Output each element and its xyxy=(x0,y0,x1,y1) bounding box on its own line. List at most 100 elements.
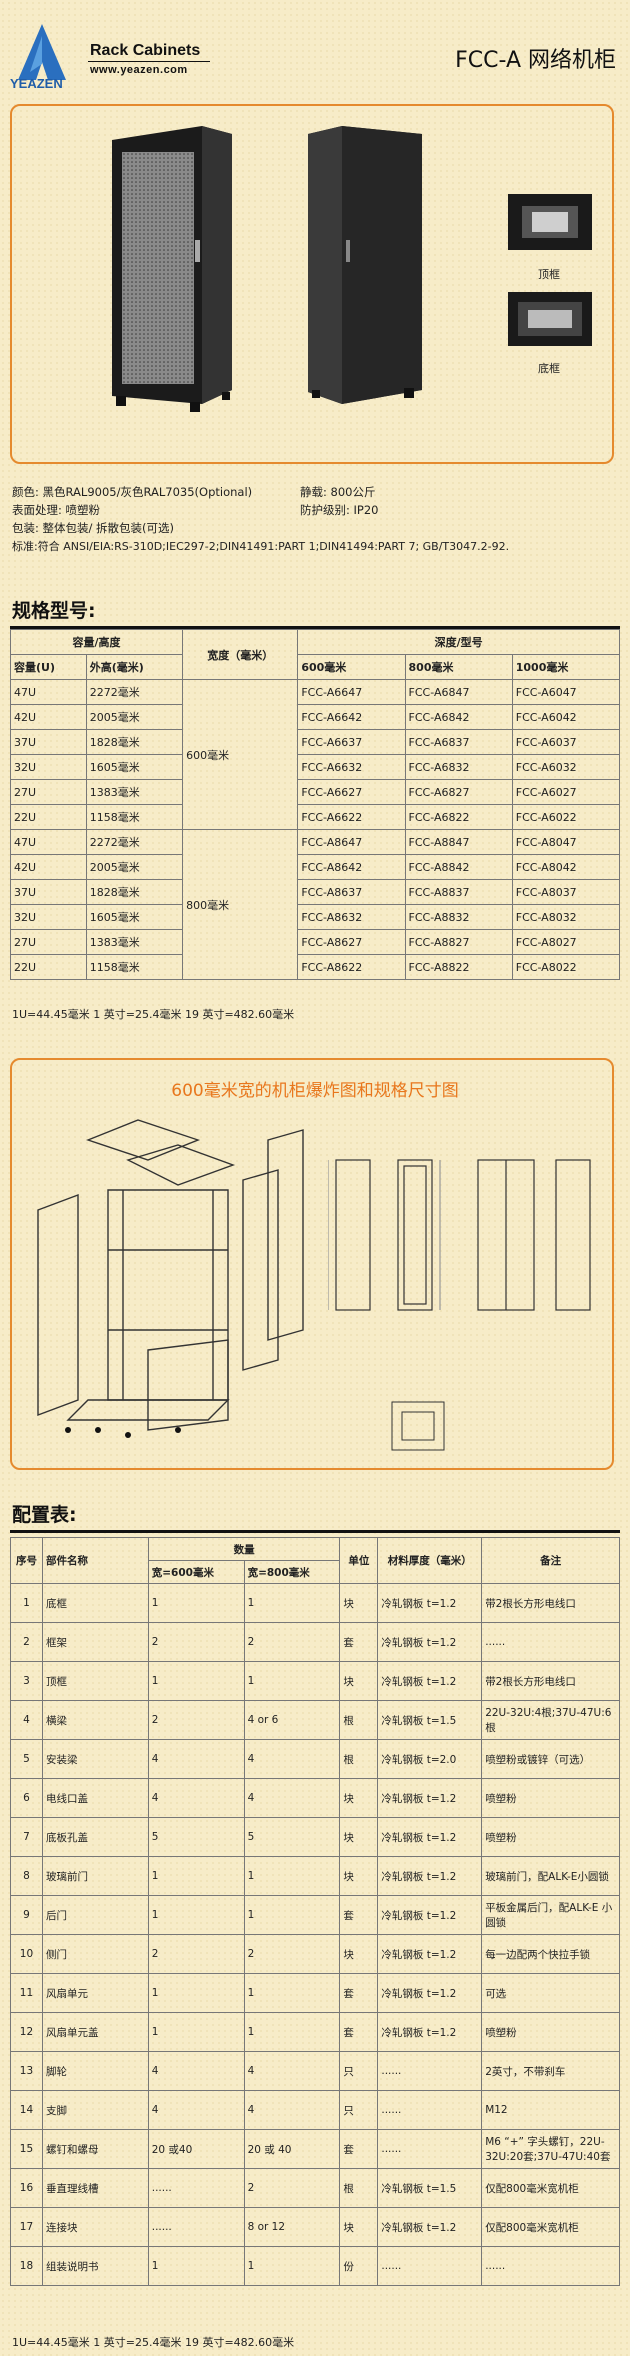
material-cell: 冷轧钢板 t=1.2 xyxy=(377,1622,483,1662)
material-cell: 冷轧钢板 t=1.2 xyxy=(377,1661,483,1701)
qty600-cell: 5 xyxy=(147,1817,245,1857)
model-1000-cell: FCC-A8022 xyxy=(511,954,621,980)
model-800-cell: FCC-A6842 xyxy=(404,704,513,730)
material-cell: 冷轧钢板 t=1.5 xyxy=(377,2168,483,2208)
qty600-cell: 1 xyxy=(147,1856,245,1896)
model-600-cell: FCC-A6627 xyxy=(297,779,406,805)
model-600-cell: FCC-A6642 xyxy=(297,704,406,730)
capacity-cell: 42U xyxy=(10,704,87,730)
part-name-cell: 安装梁 xyxy=(41,1739,149,1779)
no-cell: 14 xyxy=(10,2090,43,2130)
qty600-cell: 1 xyxy=(147,1973,245,2013)
unit-cell: 根 xyxy=(339,1739,379,1779)
qty800-cell: 1 xyxy=(243,1973,341,2013)
spec-standard: 标准:符合 ANSI/EIA:RS-310D;IEC297-2;DIN41491… xyxy=(12,540,510,553)
config-unit-note: 1U=44.45毫米 1 英寸=25.4毫米 19 英寸=482.60毫米 xyxy=(12,2336,295,2349)
part-name-cell: 风扇单元 xyxy=(41,1973,149,2013)
material-header: 材料厚度（毫米） xyxy=(377,1537,483,1584)
no-header: 序号 xyxy=(10,1537,43,1584)
capacity-header: 容量(U) xyxy=(10,654,87,680)
model-800-cell: FCC-A6822 xyxy=(404,804,513,830)
depth-model-header: 深度/型号 xyxy=(297,629,620,655)
model-800-cell: FCC-A6847 xyxy=(404,679,513,705)
material-cell: 冷轧钢板 t=1.2 xyxy=(377,1895,483,1935)
qty600-cell: 2 xyxy=(147,1622,245,1662)
config-section-rule xyxy=(10,1530,620,1533)
outer-height-cell: 1828毫米 xyxy=(85,729,184,755)
qty600-cell: 2 xyxy=(147,1700,245,1740)
model-section-rule xyxy=(10,626,620,629)
model-600-cell: FCC-A8627 xyxy=(297,929,406,955)
qty800-cell: 2 xyxy=(243,1622,341,1662)
part-name-cell: 玻璃前门 xyxy=(41,1856,149,1896)
part-name-cell: 垂直理线槽 xyxy=(41,2168,149,2208)
product-photo-panel: 顶框 底框 xyxy=(10,104,614,464)
part-name-cell: 底框 xyxy=(41,1583,149,1623)
part-name-cell: 侧门 xyxy=(41,1934,149,1974)
qty600-cell: ...... xyxy=(147,2168,245,2208)
qty800-cell: 8 or 12 xyxy=(243,2207,341,2247)
qty600-cell: 4 xyxy=(147,1778,245,1818)
model-1000-cell: FCC-A8042 xyxy=(511,854,621,880)
no-cell: 6 xyxy=(10,1778,43,1818)
capacity-cell: 32U xyxy=(10,904,87,930)
capacity-cell: 27U xyxy=(10,929,87,955)
spec-packing: 包装: 整体包装/ 拆散包装(可选) xyxy=(12,521,175,535)
top-frame-image xyxy=(508,194,592,250)
qty600-cell: 1 xyxy=(147,2246,245,2286)
unit-cell: 块 xyxy=(339,2207,379,2247)
remark-cell: 仅配800毫米宽机柜 xyxy=(481,2168,620,2208)
depth-600-header: 600毫米 xyxy=(297,654,406,680)
qty800-cell: 2 xyxy=(243,2168,341,2208)
model-800-cell: FCC-A8842 xyxy=(404,854,513,880)
depth-1000-header: 1000毫米 xyxy=(511,654,621,680)
exploded-view-drawing xyxy=(37,1119,304,1438)
model-800-cell: FCC-A6837 xyxy=(404,729,513,755)
model-1000-cell: FCC-A8047 xyxy=(511,829,621,855)
model-600-cell: FCC-A8637 xyxy=(297,879,406,905)
remark-cell: 2英寸，不带刹车 xyxy=(481,2051,620,2091)
no-cell: 3 xyxy=(10,1661,43,1701)
qty-header: 数量 xyxy=(147,1537,341,1561)
outer-height-cell: 1383毫米 xyxy=(85,929,184,955)
qty600-cell: 4 xyxy=(147,1739,245,1779)
model-600-cell: FCC-A6622 xyxy=(297,804,406,830)
material-cell: ...... xyxy=(377,2129,483,2169)
spec-color: 颜色: 黑色RAL9005/灰色RAL7035(Optional) xyxy=(12,485,253,499)
dimension-drawings xyxy=(328,1159,591,1311)
model-800-cell: FCC-A6832 xyxy=(404,754,513,780)
model-800-cell: FCC-A8832 xyxy=(404,904,513,930)
width-cell: 600毫米 xyxy=(182,679,299,830)
remark-cell: 喷塑粉 xyxy=(481,2012,620,2052)
model-800-cell: FCC-A8827 xyxy=(404,929,513,955)
model-1000-cell: FCC-A6022 xyxy=(511,804,621,830)
capacity-cell: 32U xyxy=(10,754,87,780)
model-1000-cell: FCC-A6027 xyxy=(511,779,621,805)
unit-cell: 块 xyxy=(339,1817,379,1857)
unit-cell: 份 xyxy=(339,2246,379,2286)
model-600-cell: FCC-A6647 xyxy=(297,679,406,705)
outer-height-header: 外高(毫米) xyxy=(85,654,184,680)
exploded-diagram-panel xyxy=(10,1058,614,1470)
material-cell: 冷轧钢板 t=1.2 xyxy=(377,1973,483,2013)
part-name-cell: 电线口盖 xyxy=(41,1778,149,1818)
glass-door-cabinet-image xyxy=(112,126,232,412)
model-600-cell: FCC-A6637 xyxy=(297,729,406,755)
model-1000-cell: FCC-A8027 xyxy=(511,929,621,955)
part-name-cell: 组装说明书 xyxy=(41,2246,149,2286)
qty800-cell: 2 xyxy=(243,1934,341,1974)
model-1000-cell: FCC-A8032 xyxy=(511,904,621,930)
qty600-cell: 20 或40 xyxy=(147,2129,245,2169)
outer-height-cell: 1605毫米 xyxy=(85,754,184,780)
unit-cell: 只 xyxy=(339,2090,379,2130)
